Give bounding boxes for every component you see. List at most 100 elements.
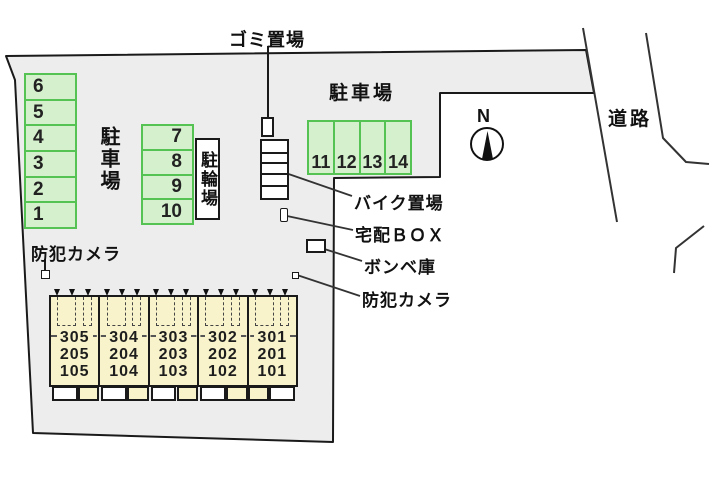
parking-area-middle: 7 8 9 10 bbox=[141, 124, 194, 225]
bicycle-shed-label: 駐輪場 bbox=[198, 150, 217, 208]
rack-divider bbox=[262, 152, 287, 154]
vent-mark-icon bbox=[282, 289, 289, 296]
gas-storage-marker bbox=[306, 239, 326, 253]
unit-entrance bbox=[200, 386, 226, 401]
vent-mark-icon bbox=[232, 289, 239, 296]
parking-spot: 4 bbox=[26, 124, 75, 150]
unit-room-numbers: 302 202 102 bbox=[199, 329, 246, 380]
garbage-area-label: ゴミ置場 bbox=[229, 30, 305, 50]
delivery-box-label: 宅配ＢＯＸ bbox=[355, 226, 445, 245]
security-camera-left-label: 防犯カメラ bbox=[31, 245, 121, 264]
vent-mark-icon bbox=[118, 289, 125, 296]
delivery-box-marker bbox=[280, 208, 288, 222]
parking-right-label: 駐車場 bbox=[329, 83, 396, 104]
building-unit: 304 204 104 bbox=[98, 289, 149, 401]
unit-entrance bbox=[269, 386, 296, 401]
rack-divider bbox=[262, 162, 287, 164]
vent-mark-icon bbox=[168, 289, 175, 296]
apartment-building: 305 205 105 304 204 104 bbox=[49, 289, 298, 401]
vent-mark-icon bbox=[69, 289, 76, 296]
parking-spot: 12 bbox=[332, 122, 359, 173]
unit-entrance bbox=[101, 386, 127, 401]
unit-stair-tab bbox=[78, 386, 100, 401]
parking-spot: 3 bbox=[26, 150, 75, 176]
vent-mark-icon bbox=[217, 289, 224, 296]
room-number: 302 bbox=[205, 329, 241, 346]
building-unit: 302 202 102 bbox=[197, 289, 248, 401]
unit-room-numbers: 301 201 101 bbox=[249, 329, 296, 380]
unit-stair-tab bbox=[176, 386, 199, 401]
parking-area-left: 6 5 4 3 2 1 bbox=[24, 73, 77, 229]
building-unit: 303 203 103 bbox=[147, 289, 199, 401]
bike-rack bbox=[260, 139, 289, 200]
unit-stair-tab bbox=[226, 386, 248, 401]
bicycle-shed-box: 駐輪場 bbox=[195, 138, 220, 220]
leader-bike-storage bbox=[276, 169, 353, 197]
room-number: 204 bbox=[106, 346, 142, 363]
road-lower-edge-line bbox=[673, 225, 705, 274]
room-number: 202 bbox=[205, 346, 241, 363]
building-unit: 301 201 101 bbox=[246, 289, 296, 401]
road-right-edge-line bbox=[645, 32, 710, 165]
unit-room-numbers: 303 203 103 bbox=[150, 329, 197, 380]
compass-needle-icon bbox=[482, 131, 493, 159]
room-number: 102 bbox=[205, 363, 241, 380]
leader-delivery-box bbox=[286, 215, 354, 231]
vent-mark-icon bbox=[267, 289, 274, 296]
parking-spot: 13 bbox=[358, 122, 385, 173]
security-camera-right-marker bbox=[292, 272, 299, 279]
parking-spot: 14 bbox=[384, 122, 410, 173]
vent-mark-icon bbox=[183, 289, 190, 296]
security-camera-left-marker bbox=[41, 270, 50, 279]
vent-mark-icon bbox=[134, 289, 141, 296]
vent-mark-icon bbox=[251, 289, 258, 296]
leader-camera-right bbox=[296, 274, 361, 297]
road-left-edge-line bbox=[582, 27, 618, 223]
vent-mark-icon bbox=[202, 289, 209, 296]
balcony-dashed-box bbox=[280, 297, 290, 326]
security-camera-right-label: 防犯カメラ bbox=[362, 291, 452, 310]
parking-spot: 10 bbox=[143, 198, 192, 223]
balcony-dashed-box bbox=[155, 297, 175, 326]
balcony-dashed-box bbox=[230, 297, 240, 326]
rack-divider bbox=[262, 173, 287, 175]
room-number: 105 bbox=[56, 363, 93, 380]
balcony-dashed-box bbox=[254, 297, 274, 326]
rack-divider bbox=[262, 185, 287, 187]
room-number: 104 bbox=[106, 363, 142, 380]
unit-stair-tab bbox=[247, 386, 269, 401]
room-number: 203 bbox=[155, 346, 192, 363]
room-number: 103 bbox=[155, 363, 192, 380]
parking-spot: 2 bbox=[26, 175, 75, 202]
room-number: 205 bbox=[56, 346, 93, 363]
unit-stair-tab bbox=[127, 386, 149, 401]
compass-icon bbox=[470, 127, 504, 161]
parking-spot: 11 bbox=[311, 152, 331, 172]
unit-room-numbers: 304 204 104 bbox=[100, 329, 147, 380]
parking-spot: 1 bbox=[26, 201, 75, 227]
balcony-dashed-box bbox=[57, 297, 77, 326]
unit-entrance bbox=[150, 386, 177, 401]
room-number: 301 bbox=[254, 329, 291, 346]
parking-spot: 7 bbox=[171, 126, 182, 148]
building-unit: 305 205 105 bbox=[51, 289, 100, 401]
parking-left-label: 駐車場 bbox=[97, 126, 119, 192]
parking-spot: 5 bbox=[26, 98, 75, 125]
balcony-dashed-box bbox=[205, 297, 225, 326]
balcony-dashed-box bbox=[181, 297, 191, 326]
vent-mark-icon bbox=[84, 289, 91, 296]
room-number: 303 bbox=[155, 329, 192, 346]
gas-storage-label: ボンベ庫 bbox=[364, 258, 436, 277]
room-number: 305 bbox=[56, 329, 93, 346]
room-number: 201 bbox=[254, 346, 291, 363]
balcony-dashed-box bbox=[106, 297, 126, 326]
room-number: 101 bbox=[254, 363, 291, 380]
garbage-box bbox=[261, 117, 274, 137]
parking-spot: 6 bbox=[33, 75, 44, 97]
compass-north-label: N bbox=[477, 106, 490, 126]
vent-mark-icon bbox=[153, 289, 160, 296]
vent-mark-icon bbox=[54, 289, 61, 296]
unit-room-numbers: 305 205 105 bbox=[51, 329, 98, 380]
road-label: 道路 bbox=[608, 109, 653, 130]
